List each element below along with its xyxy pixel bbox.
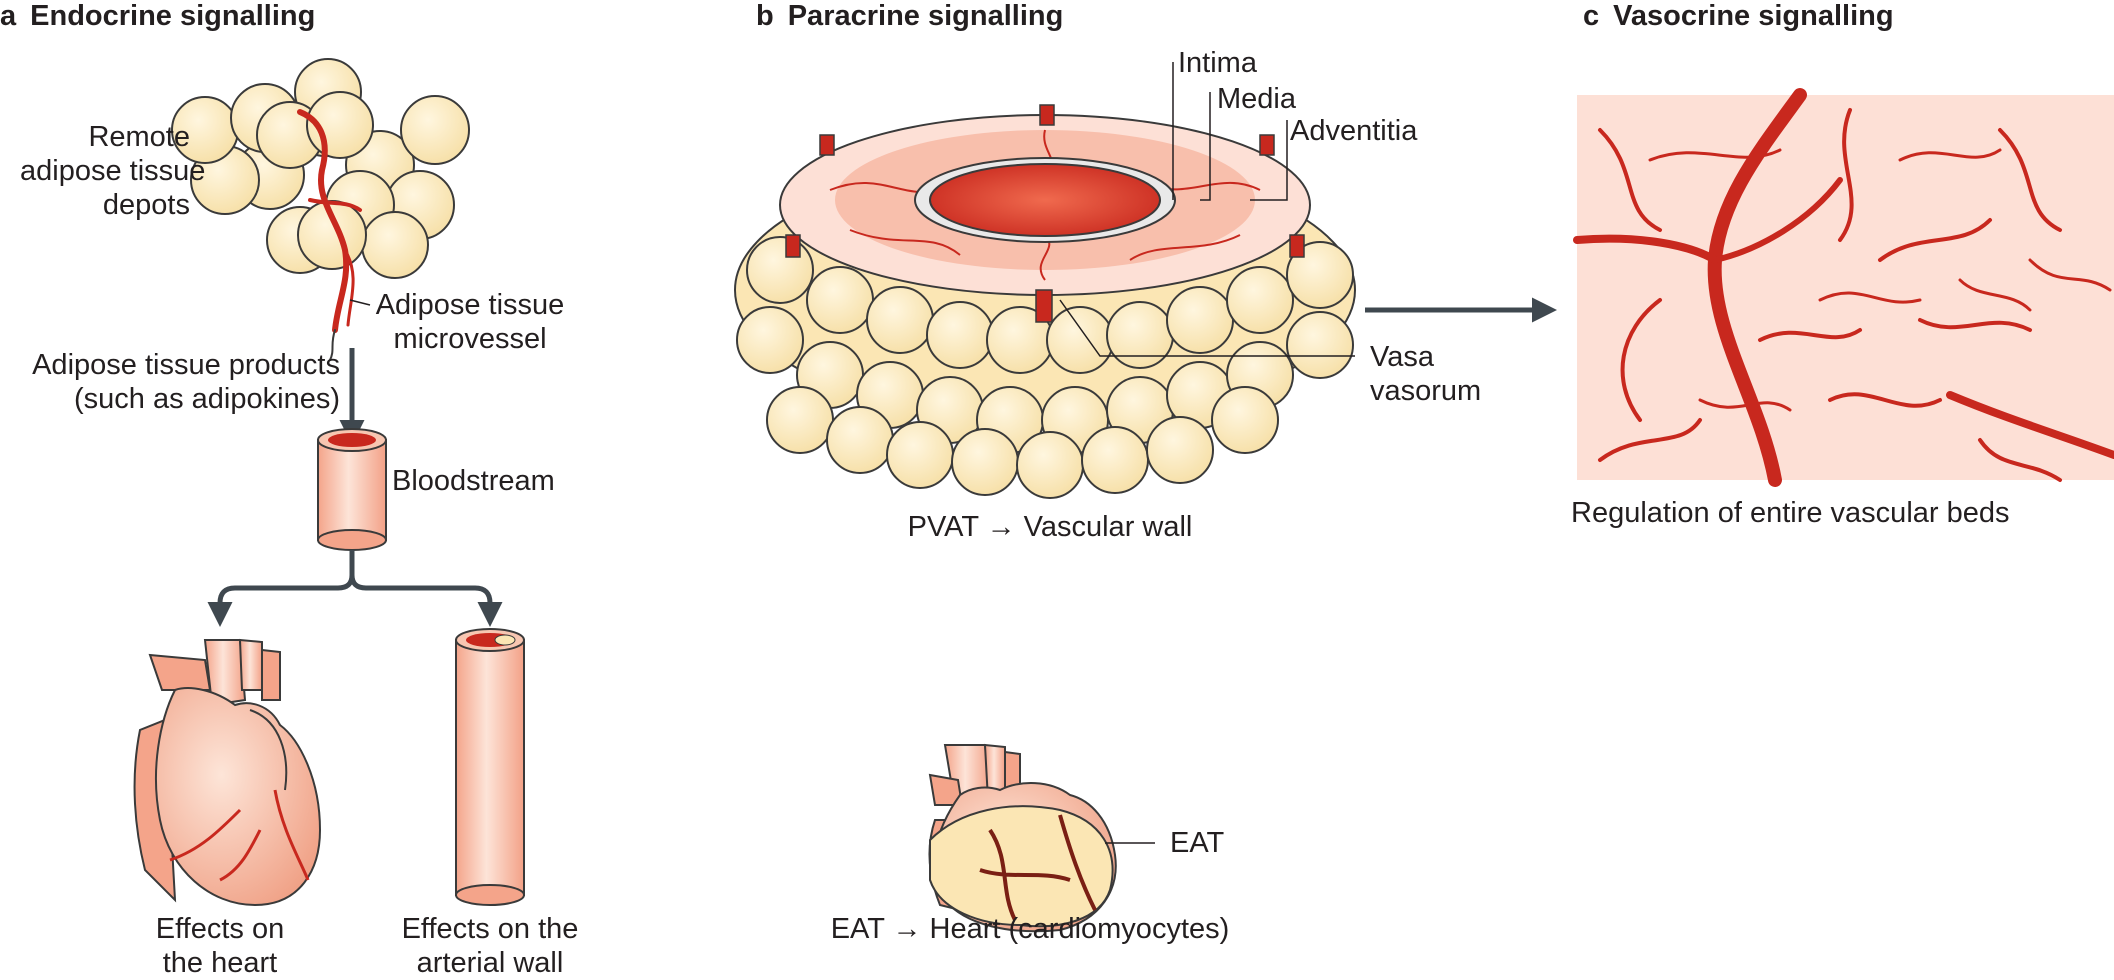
vasa-vasorum-label: Vasa vasorum (1370, 340, 1481, 408)
remote-line-2: adipose tissue (20, 155, 206, 187)
panel-b-title: b Paracrine signalling (756, 0, 1063, 33)
microvessel-label: Adipose tissue microvessel (370, 288, 570, 356)
eat-label: EAT (1170, 827, 1225, 859)
lumen (929, 163, 1161, 237)
panel-a-title-text: Endocrine signalling (30, 0, 316, 32)
bloodstream-tube (317, 428, 387, 551)
vascular-beds-caption: Regulation of entire vascular beds (1571, 497, 2010, 529)
vasa-line-2: vasorum (1370, 375, 1482, 407)
arterial-effect-line-1: Effects on the (401, 913, 579, 945)
intima-label: Intima (1178, 47, 1257, 79)
media-label: Media (1217, 83, 1296, 115)
heart-illustration (133, 638, 322, 907)
artery-illustration (455, 628, 525, 906)
remote-adipose-cluster (171, 58, 470, 279)
panel-c-letter: c (1583, 0, 1600, 32)
heart-effect-label: Effects on the heart (130, 912, 310, 980)
adipose-microvessel (297, 109, 362, 361)
bloodstream-label: Bloodstream (392, 465, 555, 497)
heart-effect-line-2: the heart (162, 947, 278, 979)
microvessel-leader (349, 299, 371, 306)
to-heart-arrow (207, 550, 355, 627)
microvessel-line-1: Adipose tissue (375, 289, 565, 321)
vasa-vasorum-posts (785, 104, 1305, 323)
adventitia-label: Adventitia (1290, 115, 1418, 147)
arterial-effect-line-2: arterial wall (416, 947, 564, 979)
arterial-effect-label: Effects on the arterial wall (380, 912, 600, 980)
panel-a-title: a Endocrine signalling (0, 0, 315, 33)
panel-b-letter: b (756, 0, 774, 32)
remote-line-1: Remote (88, 121, 190, 153)
panel-c-title: c Vasocrine signalling (1583, 0, 1894, 33)
panel-c-title-text: Vasocrine signalling (1613, 0, 1894, 32)
remote-adipose-label: Remote adipose tissue depots (20, 120, 206, 222)
layer-leaders (1059, 62, 1355, 357)
vasa-vasorum-branches (829, 129, 1261, 281)
remote-line-3: depots (102, 189, 190, 221)
products-line-2: (such as adipokines) (74, 383, 340, 415)
eat-heart-illustration (928, 743, 1117, 933)
panel-b-title-text: Paracrine signalling (787, 0, 1064, 32)
microvessel-line-2: microvessel (393, 323, 547, 355)
products-label: Adipose tissue products (such as adipoki… (10, 348, 340, 416)
eat-caption: EAT → Heart (cardiomyocytes) (830, 913, 1230, 945)
vasa-line-1: Vasa (1370, 341, 1434, 373)
to-artery-arrow (349, 574, 503, 627)
heart-effect-line-1: Effects on (155, 913, 285, 945)
products-line-1: Adipose tissue products (32, 349, 340, 381)
pvat-caption: PVAT → Vascular wall (907, 511, 1193, 543)
panel-a-letter: a (0, 0, 17, 32)
vascular-bed (1573, 88, 2114, 487)
